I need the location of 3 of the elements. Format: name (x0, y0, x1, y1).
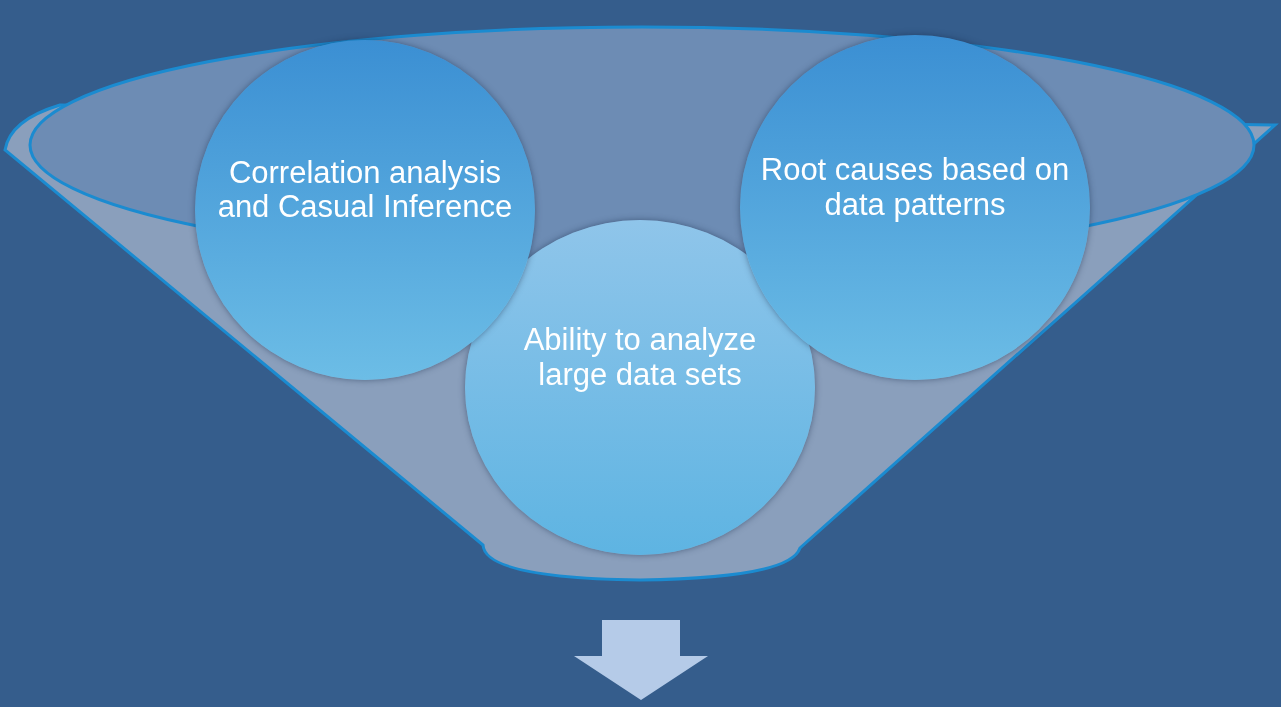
circle-label: Ability to analyze large data sets (522, 323, 758, 392)
circle-label: Root causes based on data patterns (759, 153, 1071, 222)
circle-label: Correlation analysis and Casual Inference (216, 155, 514, 225)
